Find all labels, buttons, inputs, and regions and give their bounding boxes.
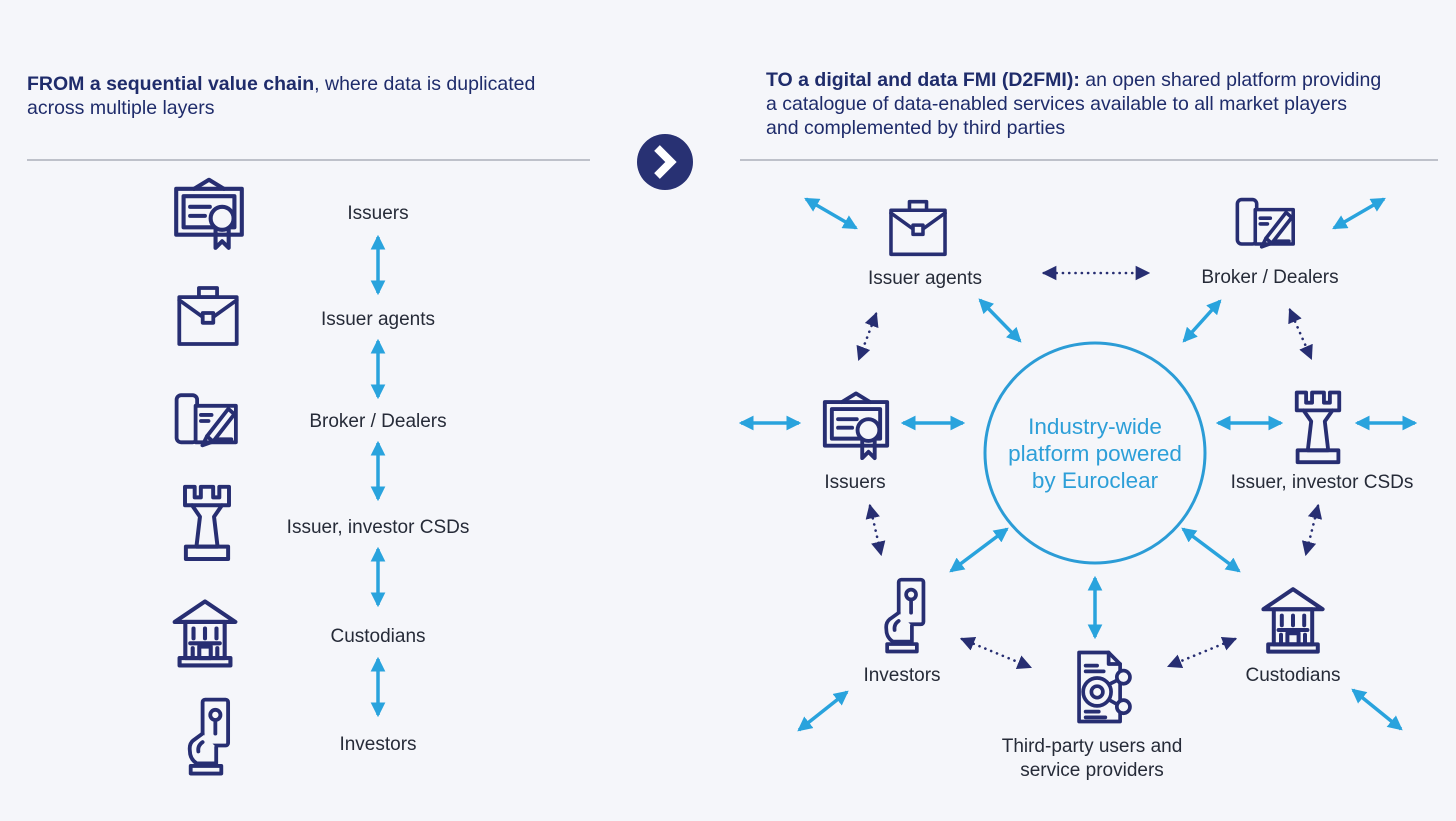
- outward-arrow-issuer-agents: [804, 197, 858, 230]
- platform-circle: [983, 341, 1207, 565]
- left-chain-icons: [174, 180, 242, 776]
- left-label-issuers: Issuers: [347, 203, 409, 224]
- outward-arrow-custodians: [1351, 688, 1403, 731]
- platform-text-line1: Industry-wide: [1028, 414, 1162, 439]
- certificate-icon: [176, 180, 242, 248]
- platform-text-line2: platform powered: [1008, 441, 1182, 466]
- hub-label-issuer-investor-csds: Issuer, investor CSDs: [1230, 472, 1414, 493]
- dotted-arrow-issuer-agents-issuers: [856, 311, 879, 362]
- certificate-icon: [822, 391, 890, 461]
- rook-icon: [1294, 390, 1342, 465]
- chevron-right-icon: [637, 134, 693, 190]
- left-title-rest: , where data is duplicated: [314, 73, 536, 95]
- briefcase-icon: [177, 286, 239, 346]
- arrow-issuer-agents-center: [978, 298, 1022, 343]
- dotted-arrow-issuers-investors: [865, 503, 886, 557]
- third-party-label-line1: Third-party users and: [1001, 736, 1183, 757]
- third-party-label-line2: service providers: [1020, 760, 1164, 781]
- briefcase-icon: [889, 199, 947, 257]
- outward-arrow-investors: [797, 690, 849, 732]
- left-title-bold: FROM a sequential value chain: [27, 73, 315, 95]
- hub-label-issuer-agents: Issuer agents: [867, 268, 983, 289]
- contract-pen-icon: [174, 393, 238, 448]
- money-hand-icon: [884, 577, 926, 654]
- right-title-bold: TO a digital and data FMI (D2FMI):: [766, 69, 1080, 91]
- arrow-broker-dealers-center: [1182, 299, 1222, 343]
- hub-label-broker-dealers: Broker / Dealers: [1201, 267, 1339, 288]
- peer-dotted-arrows: [856, 265, 1323, 670]
- rook-icon: [183, 484, 231, 561]
- bank-icon: [175, 601, 236, 665]
- share-document-icon: [1077, 650, 1132, 724]
- right-title-line3: and complemented by third parties: [766, 117, 1066, 139]
- left-title-line2: across multiple layers: [27, 97, 215, 119]
- platform-circle-text: Industry-wide platform powered by Eurocl…: [1008, 413, 1182, 494]
- arrow-custodians-center: [1181, 527, 1241, 573]
- hub-label-issuers: Issuers: [824, 472, 886, 493]
- right-title-line2: a catalogue of data-enabled services ava…: [766, 93, 1348, 115]
- contract-pen-icon: [1235, 197, 1296, 249]
- right-panel-title: TO a digital and data FMI (D2FMI): an op…: [766, 68, 1381, 140]
- left-label-investors: Investors: [339, 734, 417, 755]
- left-label-custodians: Custodians: [330, 626, 426, 647]
- hub-label-custodians: Custodians: [1245, 665, 1341, 686]
- platform-text-line3: by Euroclear: [1031, 468, 1159, 493]
- hub-label-investors: Investors: [863, 665, 941, 686]
- right-title-rest: an open shared platform providing: [1079, 69, 1382, 91]
- left-label-issuer-agents: Issuer agents: [320, 309, 436, 330]
- dotted-arrow-custodians-third-party: [1166, 636, 1238, 669]
- left-label-broker-dealers: Broker / Dealers: [309, 411, 447, 432]
- left-label-issuer-investor-csds: Issuer, investor CSDs: [286, 517, 470, 538]
- outward-arrows: [738, 197, 1418, 732]
- outward-arrow-broker-dealers: [1332, 197, 1386, 230]
- dotted-arrow-investors-third-party: [959, 636, 1033, 670]
- dotted-arrow-csds-custodians: [1301, 503, 1323, 557]
- hub-label-third-party: Third-party users and service providers: [1002, 735, 1183, 783]
- dotted-arrow-broker-dealers-csds: [1288, 307, 1313, 361]
- center-connection-arrows: [900, 298, 1284, 640]
- money-hand-icon: [187, 697, 231, 776]
- arrow-investors-center: [949, 527, 1009, 573]
- left-panel-title: FROM a sequential value chain, where dat…: [27, 72, 535, 120]
- bank-icon: [1261, 587, 1325, 654]
